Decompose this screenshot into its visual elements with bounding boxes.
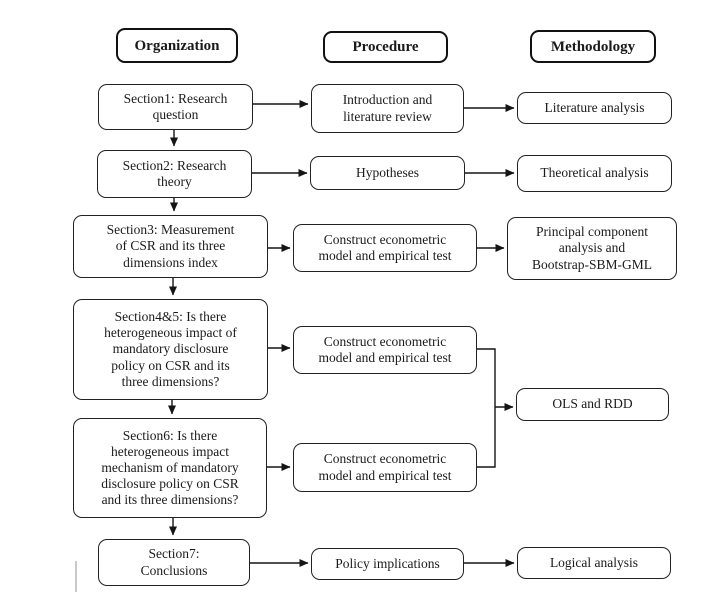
header-procedure: Procedure	[323, 31, 448, 63]
node-theoretical-analysis: Theoretical analysis	[517, 155, 672, 192]
node-ols-and-rdd: OLS and RDD	[516, 388, 669, 421]
node-construct-econometric-model-1: Construct econometric model and empirica…	[293, 224, 477, 272]
node-hypotheses: Hypotheses	[310, 156, 465, 190]
node-section1-research-question: Section1: Research question	[98, 84, 253, 130]
node-principal-component-bootstrap: Principal component analysis and Bootstr…	[507, 217, 677, 280]
node-construct-econometric-model-3: Construct econometric model and empirica…	[293, 443, 477, 492]
node-section3-measurement: Section3: Measurement of CSR and its thr…	[73, 215, 268, 278]
node-section4-5-heterogeneous-impact: Section4&5: Is there heterogeneous impac…	[73, 299, 268, 400]
node-section6-impact-mechanism: Section6: Is there heterogeneous impact …	[73, 418, 267, 518]
node-introduction-literature-review: Introduction and literature review	[311, 84, 464, 133]
node-policy-implications: Policy implications	[311, 548, 464, 580]
node-section2-research-theory: Section2: Research theory	[97, 150, 252, 198]
header-methodology: Methodology	[530, 30, 656, 63]
node-logical-analysis: Logical analysis	[517, 547, 671, 579]
node-literature-analysis: Literature analysis	[517, 92, 672, 124]
node-section7-conclusions: Section7: Conclusions	[98, 539, 250, 586]
stray-line-artifact	[75, 561, 77, 592]
header-organization: Organization	[116, 28, 238, 63]
node-construct-econometric-model-2: Construct econometric model and empirica…	[293, 326, 477, 374]
